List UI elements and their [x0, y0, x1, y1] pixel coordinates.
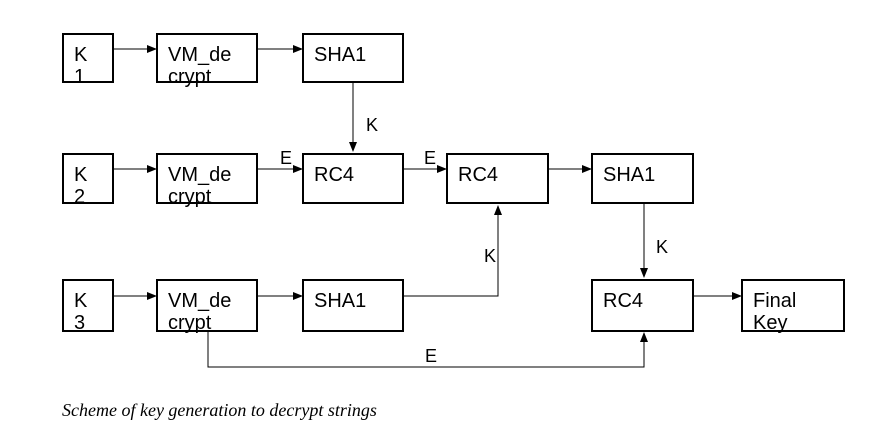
node-k2: K 2 — [62, 153, 114, 208]
edge-label-e-bottom: E — [425, 346, 438, 366]
edge-label-e-rc4-a: E — [280, 148, 293, 168]
node-vm-decrypt-2: VM_decrypt — [156, 153, 258, 208]
arrow-vm3-to-rc4-c — [207, 332, 648, 368]
figure-caption: Scheme of key generation to decrypt stri… — [62, 400, 377, 420]
node-rc4-c: RC4 — [591, 279, 694, 332]
node-k3: K 3 — [62, 279, 114, 334]
node-vm-decrypt-1: VM_decrypt — [156, 33, 258, 88]
node-sha1-bottom: SHA1 — [302, 279, 404, 332]
node-vm-decrypt-3: VM_decrypt — [156, 279, 258, 334]
edge-label-k-rc4-c: K — [656, 237, 669, 257]
node-sha1-top: SHA1 — [302, 33, 404, 83]
node-sha1-mid: SHA1 — [591, 153, 694, 204]
node-rc4-b: RC4 — [446, 153, 549, 204]
node-final-key: Final Key — [741, 279, 845, 334]
edge-label-k-rc4-b: K — [484, 246, 497, 266]
edge-label-e-rc4-b: E — [424, 148, 437, 168]
edge-label-k-top: K — [366, 115, 379, 135]
node-rc4-a: RC4 — [302, 153, 404, 204]
node-k1: K 1 — [62, 33, 114, 88]
arrow-sha1-bottom-to-rc4-b — [404, 205, 502, 297]
